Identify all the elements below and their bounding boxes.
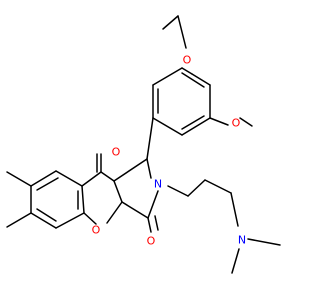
atom-labels: O O O O O N N	[92, 54, 246, 248]
atom-o-lactam: O	[147, 235, 156, 248]
atom-n-amine: N	[238, 234, 246, 247]
atom-o-methoxy: O	[232, 117, 241, 130]
atom-n-ring: N	[154, 178, 162, 191]
molecule-structure: O O O O O N N	[6, 15, 281, 274]
bond-lines	[6, 15, 281, 274]
atom-o-ring: O	[92, 224, 101, 237]
atom-o-ethoxy: O	[183, 54, 192, 67]
atom-o-ketone: O	[112, 146, 121, 159]
